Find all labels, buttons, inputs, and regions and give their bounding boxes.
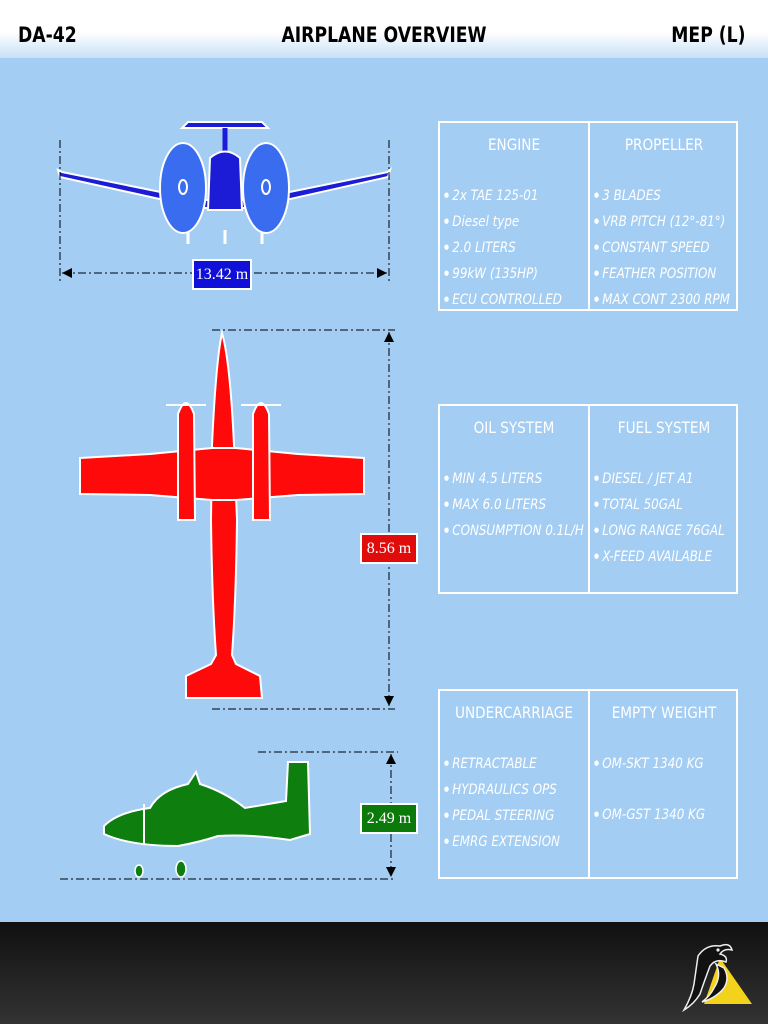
height-label: 2.49 m <box>360 803 418 834</box>
empty-weight-list: OM-SKT 1340 KG OM-GST 1340 KG <box>594 751 768 828</box>
list-item: OM-SKT 1340 KG <box>594 751 738 777</box>
engine-propeller-panel: ENGINE 2x TAE 125-01 Diesel type 2.0 LIT… <box>438 121 738 311</box>
eagle-logo-icon <box>681 943 752 1013</box>
list-item: TOTAL 50GAL <box>594 492 738 518</box>
list-item: MAX CONT 2300 RPM <box>594 287 738 313</box>
list-item: 2.0 LITERS <box>444 235 588 261</box>
engine-column: ENGINE 2x TAE 125-01 Diesel type 2.0 LIT… <box>440 123 588 309</box>
undercarriage-title: UNDERCARRIAGE <box>455 703 573 722</box>
undercarriage-list: RETRACTABLE HYDRAULICS OPS PEDAL STEERIN… <box>444 751 619 855</box>
height-dimension-line <box>60 751 398 880</box>
length-label: 8.56 m <box>360 533 418 564</box>
list-item: MAX 6.0 LITERS <box>444 492 588 518</box>
oil-fuel-panel: OIL SYSTEM MIN 4.5 LITERS MAX 6.0 LITERS… <box>438 404 738 594</box>
side-view-airplane <box>103 761 312 878</box>
list-item: 2x TAE 125-01 <box>444 183 588 209</box>
top-view-airplane <box>79 329 365 699</box>
list-item: 99kW (135HP) <box>444 261 588 287</box>
list-item: ECU CONTROLLED <box>444 287 588 313</box>
undercarriage-weight-panel: UNDERCARRIAGE RETRACTABLE HYDRAULICS OPS… <box>438 689 738 879</box>
fuel-system-title: FUEL SYSTEM <box>617 418 711 437</box>
panel-divider <box>588 123 590 309</box>
empty-weight-column: EMPTY WEIGHT OM-SKT 1340 KG OM-GST 1340 … <box>590 691 738 877</box>
oil-system-title: OIL SYSTEM <box>473 418 555 437</box>
engine-title: ENGINE <box>487 135 541 154</box>
fuel-system-list: DIESEL / JET A1 TOTAL 50GAL LONG RANGE 7… <box>594 466 768 570</box>
wingspan-label: 13.42 m <box>192 259 252 290</box>
list-item: OM-GST 1340 KG <box>594 802 738 828</box>
list-item: Diesel type <box>444 209 588 235</box>
undercarriage-column: UNDERCARRIAGE RETRACTABLE HYDRAULICS OPS… <box>440 691 588 877</box>
list-item: VRB PITCH (12°-81°) <box>594 209 738 235</box>
engine-list: 2x TAE 125-01 Diesel type 2.0 LITERS 99k… <box>444 183 619 313</box>
list-item: LONG RANGE 76GAL <box>594 518 738 544</box>
page-title: AIRPLANE OVERVIEW <box>281 23 487 47</box>
list-item: RETRACTABLE <box>444 751 588 777</box>
propeller-list: 3 BLADES VRB PITCH (12°-81°) CONSTANT SP… <box>594 183 768 313</box>
list-item: HYDRAULICS OPS <box>444 777 588 803</box>
list-item: CONSUMPTION 0.1L/H <box>444 518 588 544</box>
front-view-airplane <box>56 121 393 244</box>
panel-divider <box>588 406 590 592</box>
course-code: MEP (L) <box>671 23 746 47</box>
list-item: FEATHER POSITION <box>594 261 738 287</box>
fuel-system-column: FUEL SYSTEM DIESEL / JET A1 TOTAL 50GAL … <box>590 406 738 592</box>
list-item: EMRG EXTENSION <box>444 829 588 855</box>
list-item: 3 BLADES <box>594 183 738 209</box>
footer-bar <box>0 922 768 1024</box>
propeller-title: PROPELLER <box>624 135 704 154</box>
panel-divider <box>588 691 590 877</box>
oil-system-column: OIL SYSTEM MIN 4.5 LITERS MAX 6.0 LITERS… <box>440 406 588 592</box>
list-item: MIN 4.5 LITERS <box>444 466 588 492</box>
aircraft-model: DA-42 <box>18 23 77 47</box>
oil-system-list: MIN 4.5 LITERS MAX 6.0 LITERS CONSUMPTIO… <box>444 466 619 544</box>
empty-weight-title: EMPTY WEIGHT <box>611 703 717 722</box>
list-item: CONSTANT SPEED <box>594 235 738 261</box>
list-item: X-FEED AVAILABLE <box>594 544 738 570</box>
list-item: PEDAL STEERING <box>444 803 588 829</box>
list-item: DIESEL / JET A1 <box>594 466 738 492</box>
propeller-column: PROPELLER 3 BLADES VRB PITCH (12°-81°) C… <box>590 123 738 309</box>
header-bar: DA-42 AIRPLANE OVERVIEW MEP (L) <box>0 0 768 58</box>
length-dimension-line <box>212 329 395 710</box>
